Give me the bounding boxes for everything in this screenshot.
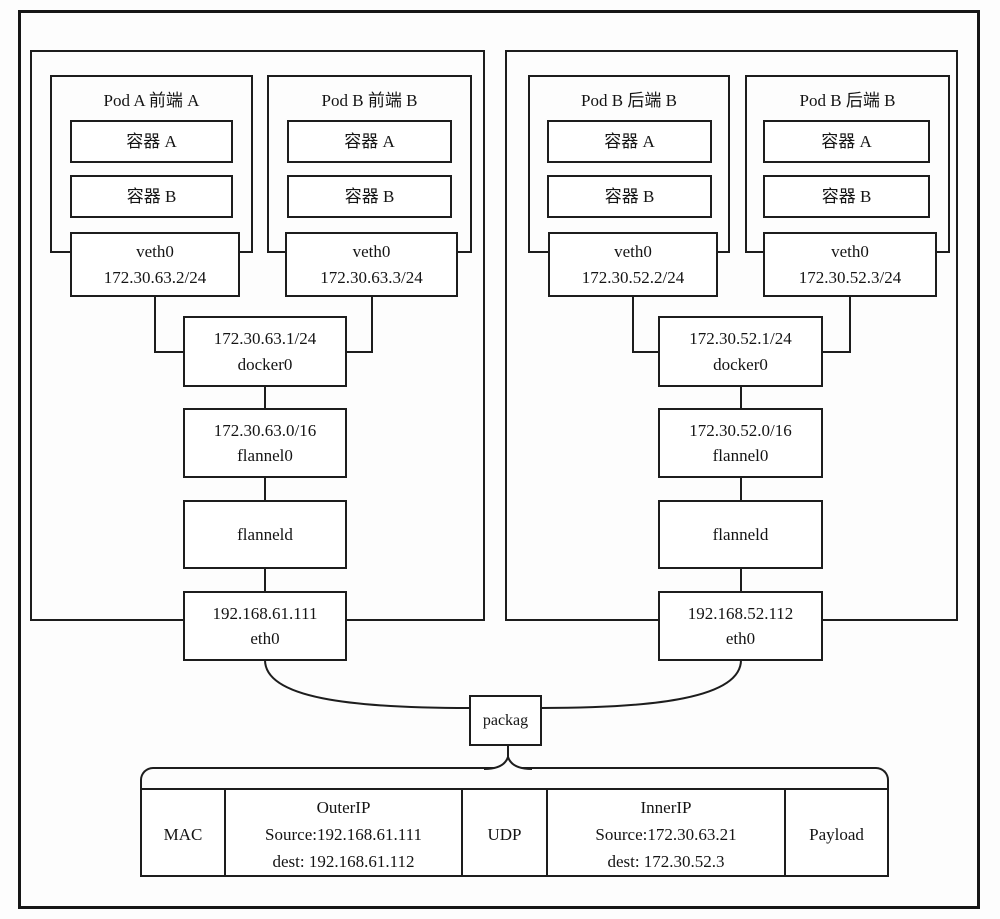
packet-box: packag (469, 695, 542, 746)
flanneld-name: flanneld (237, 524, 293, 544)
cell-line: MAC (163, 824, 203, 844)
veth0-box: veth0 172.30.63.2/24 (70, 232, 240, 297)
eth0-name: eth0 (250, 629, 280, 648)
docker0-box: 172.30.63.1/24 docker0 (183, 316, 347, 387)
veth0-name: veth0 (614, 242, 652, 261)
pod-box: Pod B 后端 B 容器 A 容器 B (528, 75, 730, 253)
container-label: 容器 A (344, 131, 395, 151)
veth0-box: veth0 172.30.52.2/24 (548, 232, 718, 297)
container-label: 容器 A (126, 131, 177, 151)
packet-label: packag (482, 711, 529, 729)
diagram-outer-border (18, 10, 980, 909)
container-label: 容器 B (821, 186, 872, 206)
veth0-ip: 172.30.63.2/24 (103, 267, 207, 287)
pod-box: Pod A 前端 A 容器 A 容器 B (50, 75, 253, 253)
container-label: 容器 A (604, 131, 655, 151)
docker0-ip: 172.30.63.1/24 (213, 329, 317, 348)
cell-line: UDP (487, 824, 522, 844)
packet-cell-udp: UDP (463, 790, 548, 875)
docker0-name: docker0 (713, 354, 768, 374)
docker0-box: 172.30.52.1/24 docker0 (658, 316, 823, 387)
pod-title: Pod B 前端 B (321, 91, 418, 110)
flannel0-name: flannel0 (237, 446, 293, 465)
flannel0-box: 172.30.52.0/16 flannel0 (658, 408, 823, 478)
container-box: 容器 A (70, 120, 233, 163)
veth0-ip: 172.30.52.2/24 (581, 267, 685, 287)
eth0-ip: 192.168.52.112 (687, 603, 794, 623)
veth0-ip: 172.30.52.3/24 (798, 267, 902, 287)
eth0-ip: 192.168.61.111 (212, 603, 318, 623)
container-label: 容器 B (344, 186, 395, 206)
veth0-name: veth0 (136, 242, 174, 261)
container-box: 容器 B (70, 175, 233, 218)
veth0-box: veth0 172.30.52.3/24 (763, 232, 937, 297)
veth0-ip: 172.30.63.3/24 (320, 267, 423, 287)
node-box-left: Pod A 前端 A 容器 A 容器 B Pod B 前端 B 容器 A 容器 … (30, 50, 485, 661)
container-box: 容器 A (547, 120, 712, 163)
eth0-box: 192.168.61.111 eth0 (183, 591, 347, 661)
cell-line: dest: 172.30.52.3 (607, 851, 725, 871)
container-box: 容器 B (763, 175, 930, 218)
pod-title: Pod B 后端 B (799, 91, 896, 110)
veth0-box: veth0 172.30.63.3/24 (285, 232, 458, 297)
container-box: 容器 B (547, 175, 712, 218)
veth0-name: veth0 (831, 242, 869, 261)
pod-box: Pod B 前端 B 容器 A 容器 B (267, 75, 472, 253)
pod-box: Pod B 后端 B 容器 A 容器 B (745, 75, 950, 253)
container-label: 容器 B (126, 186, 177, 206)
eth0-box: 192.168.52.112 eth0 (658, 591, 823, 661)
flannel0-box: 172.30.63.0/16 flannel0 (183, 408, 347, 478)
container-box: 容器 A (763, 120, 930, 163)
flannel0-name: flannel0 (712, 446, 769, 465)
brace-peak (483, 756, 533, 771)
veth0-name: veth0 (352, 242, 391, 261)
cell-line: Source:172.30.63.21 (595, 824, 737, 844)
docker0-name: docker0 (237, 354, 293, 374)
container-label: 容器 B (604, 186, 655, 206)
pod-title: Pod A 前端 A (103, 91, 200, 110)
docker0-ip: 172.30.52.1/24 (689, 329, 792, 348)
container-label: 容器 A (821, 131, 872, 151)
cell-line: Payload (809, 824, 864, 844)
flannel0-ip: 172.30.52.0/16 (689, 420, 792, 440)
node-box-right: Pod B 后端 B 容器 A 容器 B Pod B 后端 B 容器 A 容器 … (505, 50, 958, 661)
flanneld-box: flanneld (183, 500, 347, 569)
packet-cell-inner-ip: InnerIP Source:172.30.63.21 dest: 172.30… (548, 790, 786, 875)
packet-cell-payload: Payload (786, 790, 887, 875)
pod-title: Pod B 后端 B (581, 91, 677, 110)
flanneld-box: flanneld (658, 500, 823, 569)
cell-line: InnerIP (640, 797, 692, 817)
container-box: 容器 A (287, 120, 452, 163)
packet-table: MAC OuterIP Source:192.168.61.111 dest: … (140, 788, 889, 877)
packet-cell-mac: MAC (142, 790, 226, 875)
cell-line: Source:192.168.61.111 (265, 824, 422, 844)
container-box: 容器 B (287, 175, 452, 218)
eth0-name: eth0 (725, 629, 756, 648)
flanneld-name: flanneld (712, 524, 769, 544)
cell-line: dest: 192.168.61.112 (272, 851, 415, 871)
cell-line: OuterIP (316, 797, 371, 817)
flannel0-ip: 172.30.63.0/16 (213, 420, 317, 440)
packet-cell-outer-ip: OuterIP Source:192.168.61.111 dest: 192.… (226, 790, 463, 875)
